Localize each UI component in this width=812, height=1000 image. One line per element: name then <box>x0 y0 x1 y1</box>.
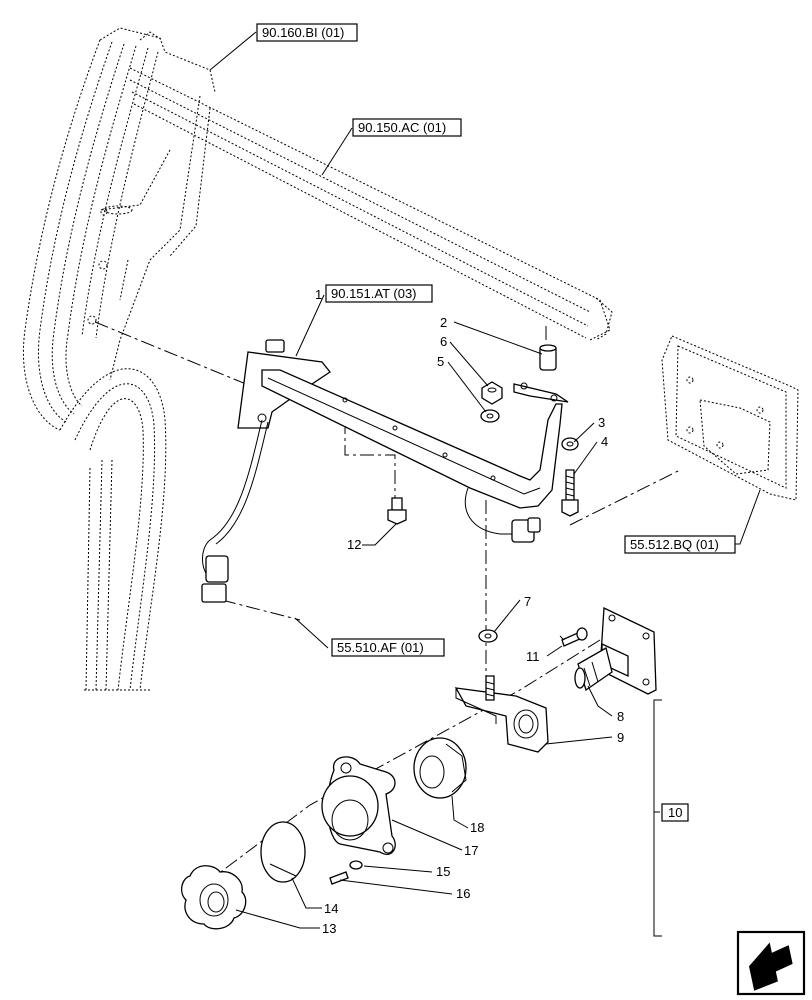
callout-2: 2 <box>440 315 447 330</box>
ref-box-55-512-bq[interactable]: 55.512.BQ (01) <box>624 535 736 554</box>
ref-text-55-512-bq: 55.512.BQ (01) <box>630 537 719 552</box>
ref-box-55-510-af[interactable]: 55.510.AF (01) <box>331 638 445 657</box>
callout-15: 15 <box>436 864 450 879</box>
callout-17: 17 <box>464 843 478 858</box>
assembly-centerlines <box>94 321 681 881</box>
next-page-arrow-icon[interactable] <box>736 930 806 996</box>
mount-assembly <box>454 606 657 753</box>
ref-box-assembly-10[interactable]: 10 <box>661 803 689 822</box>
callout-7: 7 <box>524 594 531 609</box>
callout-11: 11 <box>526 649 540 664</box>
ref-text-90-150-ac: 90.150.AC (01) <box>358 120 446 135</box>
callout-18: 18 <box>470 820 484 835</box>
wiring-harness <box>201 339 541 603</box>
callout-numbers: 1 2 3 4 5 6 7 8 9 11 12 13 14 15 16 17 1… <box>315 287 624 936</box>
callout-12: 12 <box>347 537 361 552</box>
callout-9: 9 <box>617 730 624 745</box>
callout-5: 5 <box>437 354 444 369</box>
callout-3: 3 <box>598 415 605 430</box>
knob-assembly <box>180 737 467 930</box>
ref-text-90-160-bi: 90.160.BI (01) <box>262 25 344 40</box>
callout-13: 13 <box>322 921 336 936</box>
callout-6: 6 <box>440 334 447 349</box>
ref-box-90-150-ac[interactable]: 90.150.AC (01) <box>352 118 462 137</box>
callout-1: 1 <box>315 287 322 302</box>
display-unit <box>661 335 799 501</box>
ref-text-55-510-af: 55.510.AF (01) <box>337 640 424 655</box>
callout-8: 8 <box>617 709 624 724</box>
callout-16: 16 <box>456 886 470 901</box>
ref-text-assembly-10: 10 <box>668 805 682 820</box>
ref-text-90-151-at: 90.151.AT (03) <box>331 286 417 301</box>
ref-box-90-151-at[interactable]: 90.151.AT (03) <box>325 284 433 303</box>
cab-frame-ghost <box>22 27 613 691</box>
ref-box-90-160-bi[interactable]: 90.160.BI (01) <box>256 23 358 42</box>
callout-4: 4 <box>601 434 608 449</box>
callout-14: 14 <box>324 901 338 916</box>
leader-lines <box>209 31 761 937</box>
mounting-bracket-part-1 <box>237 351 569 509</box>
fastener-hardware <box>387 344 579 643</box>
